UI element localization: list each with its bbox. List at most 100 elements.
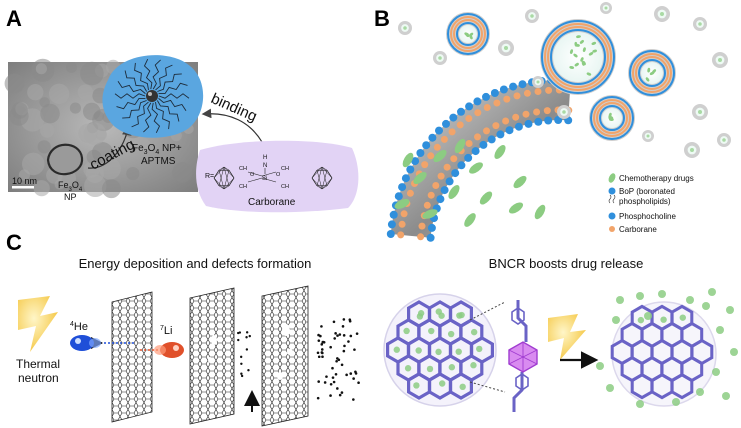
sheet-surface <box>189 287 235 425</box>
defect-dot <box>336 334 339 337</box>
drug-capsule <box>534 204 546 220</box>
ligand-chain <box>122 100 147 119</box>
phosphocholine-head <box>496 130 505 139</box>
carborane-bead <box>400 210 408 218</box>
aptms-ligands <box>114 59 190 133</box>
cage-bond <box>228 177 235 186</box>
loaded-drug <box>417 310 425 317</box>
mof-before <box>383 293 497 407</box>
cage-bond <box>213 177 225 190</box>
ligand-chain <box>131 101 149 128</box>
drug-inside <box>646 134 650 138</box>
drug-inside <box>576 35 581 39</box>
ch2-label-left-top: CH <box>239 166 247 172</box>
defect-dot <box>248 334 251 338</box>
vesicle-layer <box>544 23 612 91</box>
loaded-drug <box>415 347 422 354</box>
drug-inside <box>592 49 597 53</box>
defect-dot <box>345 373 348 377</box>
loaded-drug <box>470 362 477 369</box>
defect-dot <box>332 320 336 324</box>
tem-particle <box>92 142 114 164</box>
vesicle-layer <box>456 22 480 46</box>
graphene-sheet <box>189 287 235 425</box>
scale-bar-label: 10 nm <box>12 176 37 186</box>
tem-particle <box>83 122 107 146</box>
sheet-defect <box>211 335 217 345</box>
cage-bond <box>326 177 333 186</box>
drug-inside <box>536 80 540 84</box>
carborane-bead <box>433 143 441 151</box>
legend-drug-icon <box>608 173 616 183</box>
defect-dot <box>333 337 336 340</box>
ligand-chain <box>134 62 149 91</box>
carborane-bead <box>523 89 531 97</box>
cage-bond <box>223 166 235 179</box>
ligand-chain <box>114 93 146 99</box>
drug-inside <box>588 52 594 56</box>
loaded-drug <box>403 327 410 335</box>
defect-scatter <box>236 318 360 401</box>
ligand-chain <box>124 70 148 92</box>
drug-inside <box>573 53 578 58</box>
carborane-bead <box>483 104 491 111</box>
defect-dot <box>236 331 240 335</box>
cage-bond <box>321 166 333 179</box>
ligand-chain <box>156 100 180 122</box>
carborane-bead <box>513 92 521 100</box>
ligand-chain <box>117 81 146 94</box>
legend-bop-icon <box>608 187 616 195</box>
phosphocholine-head <box>544 116 553 125</box>
carborane-cage-left <box>213 166 235 190</box>
phosphocholine-head <box>499 85 508 94</box>
defect-dot <box>240 362 243 365</box>
defect-dot <box>349 334 353 338</box>
defect-dot <box>331 366 334 370</box>
carborane-bead <box>440 135 448 143</box>
defect-dot <box>338 333 342 336</box>
drug-capsule <box>454 138 466 154</box>
drug-capsule <box>413 171 427 185</box>
vesicle-layer <box>550 29 606 85</box>
cage-bond <box>213 177 220 186</box>
phosphocholine-head <box>509 82 518 91</box>
carborane-bead <box>503 95 511 103</box>
tem-particle <box>39 97 50 108</box>
phosphocholine-head <box>451 169 460 178</box>
o-label-right: O <box>276 172 281 178</box>
ligand-chain <box>155 101 170 130</box>
binding-arrow <box>201 108 263 143</box>
tem-particle <box>101 179 121 199</box>
ch2-label-left-bottom: CH <box>239 184 247 190</box>
defect-dot <box>347 340 350 343</box>
drug-inside <box>718 58 722 62</box>
tem-particle <box>27 84 44 101</box>
tem-particle <box>77 84 94 100</box>
phosphocholine-head <box>465 102 474 111</box>
defect-dot <box>354 372 358 375</box>
loaded-drug <box>459 383 466 391</box>
drug-capsule <box>513 175 527 189</box>
carborane-bead <box>443 163 451 171</box>
np-aptms-label-line2: APTMS <box>141 156 176 167</box>
ligand-chain <box>158 82 188 95</box>
np-aptms-label: Fe3O4 NP+ <box>132 143 182 156</box>
defect-dot <box>325 375 328 378</box>
defect-dot <box>336 387 339 390</box>
vesicle-layer <box>541 20 615 94</box>
defect-dot <box>342 318 346 321</box>
drug-inside <box>504 46 508 50</box>
graphene-sheet <box>261 285 309 427</box>
defect-dot <box>317 355 321 359</box>
drug-inside <box>581 61 585 66</box>
loaded-drug <box>426 365 434 373</box>
sheet-defect <box>208 357 212 363</box>
defect-dot <box>240 374 244 378</box>
ligand-chain <box>158 98 187 111</box>
carborane-bead <box>512 113 520 121</box>
drug-capsule <box>464 213 476 227</box>
h-label: H <box>263 155 267 161</box>
defect-dot <box>321 355 324 358</box>
drug-inside <box>722 138 726 142</box>
defect-dot <box>334 372 338 376</box>
